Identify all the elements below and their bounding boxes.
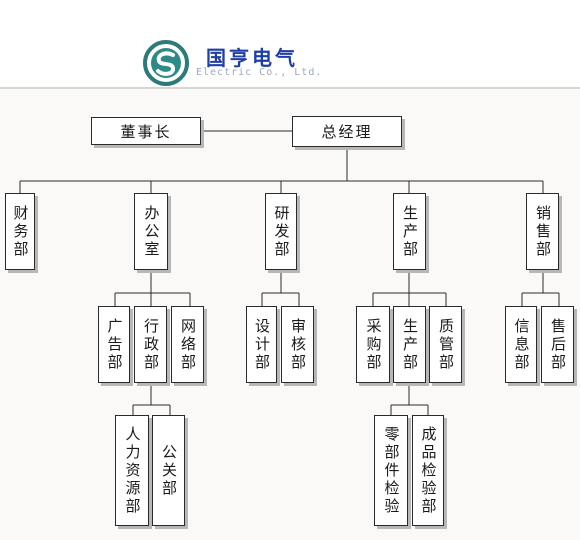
review-department-box: 审核部 [281,306,314,383]
parts-inspection-box: 零部件检验 [374,415,408,526]
sales-department-box: 销售部 [526,193,559,270]
company-logo-icon [143,40,189,86]
advertising-department-box: 广告部 [98,306,130,383]
header-divider [0,87,580,89]
company-header: 国亨电气 Electric Co., Ltd. [0,0,580,88]
general-manager-box: 总经理 [292,116,402,147]
purchasing-department-box: 采购部 [356,306,390,383]
design-department-box: 设计部 [246,306,277,383]
quality-department-box: 质管部 [429,306,462,383]
company-name: 国亨电气 [206,46,298,70]
network-department-box: 网络部 [171,306,204,383]
after-sales-department-box: 售后部 [541,306,574,383]
public-relations-department-box: 公关部 [152,415,185,526]
production-department-box: 生产部 [393,193,426,270]
finance-department-box: 财务部 [5,193,35,270]
information-department-box: 信息部 [505,306,537,383]
hr-department-box: 人力资源部 [115,415,149,526]
rnd-department-box: 研发部 [265,193,297,270]
office-box: 办公室 [134,193,168,270]
company-english-name: Electric Co., Ltd. [196,67,323,78]
production-unit-box: 生产部 [393,306,426,383]
chairman-box: 董事长 [91,117,201,145]
administration-department-box: 行政部 [134,306,167,383]
product-inspection-box: 成品检验部 [412,415,444,526]
